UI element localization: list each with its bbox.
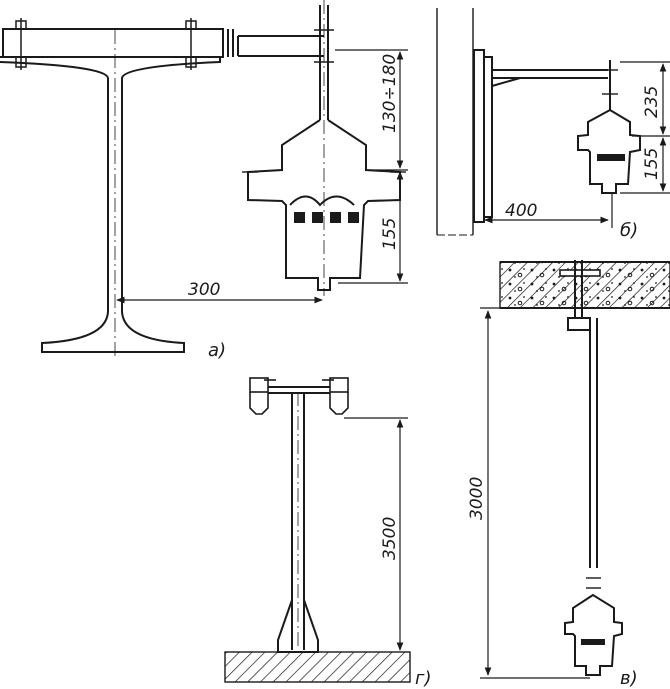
panel-v-label: в) bbox=[620, 668, 638, 689]
trolley-pair bbox=[249, 377, 349, 415]
panel-g bbox=[224, 377, 411, 683]
panel-a-label: а) bbox=[208, 340, 226, 361]
dim-b-400: 400 bbox=[505, 201, 537, 221]
dim-v-3000: 3000 bbox=[467, 477, 487, 520]
dim-a-155: 155 bbox=[380, 218, 400, 250]
dim-a-130-180: 130÷180 bbox=[380, 54, 400, 133]
dim-g-3500: 3500 bbox=[380, 517, 400, 560]
column-post bbox=[268, 386, 330, 653]
dim-b-235: 235 bbox=[642, 86, 662, 118]
panel-g-label: г) bbox=[415, 668, 431, 689]
trolley-busbar-v bbox=[564, 593, 623, 676]
dimension-lines-v bbox=[480, 307, 590, 679]
hanger-rod-v bbox=[586, 318, 601, 589]
hanger-rod-b bbox=[602, 60, 618, 110]
wall bbox=[436, 8, 474, 236]
trolley-busbar-b bbox=[577, 108, 641, 194]
floor bbox=[224, 651, 411, 683]
bolt-icon bbox=[15, 18, 197, 70]
panel-b bbox=[436, 8, 670, 236]
panel-a bbox=[0, 0, 408, 360]
dimension-lines-g bbox=[344, 417, 408, 651]
dim-b-155: 155 bbox=[642, 148, 662, 180]
support-beam bbox=[2, 28, 324, 58]
ceiling-slab bbox=[499, 261, 670, 309]
dim-a-300: 300 bbox=[188, 280, 220, 300]
dimension-lines-b bbox=[484, 61, 670, 228]
panel-b-label: б) bbox=[620, 220, 638, 241]
hanger-rod bbox=[314, 0, 334, 296]
i-beam-column bbox=[0, 30, 221, 360]
panel-v bbox=[480, 260, 670, 679]
dimension-lines bbox=[116, 49, 408, 304]
